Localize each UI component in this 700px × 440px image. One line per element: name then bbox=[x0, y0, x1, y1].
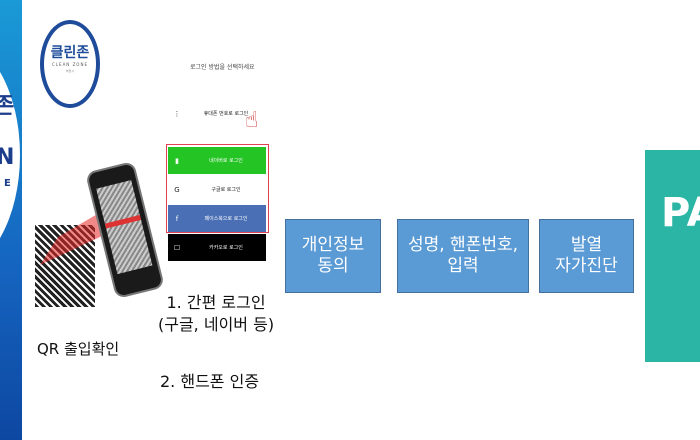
pass-panel: PA bbox=[645, 150, 700, 362]
login-option-label: 카카오로 로그인 bbox=[209, 245, 243, 251]
login-option[interactable]: G 구글로 로그인 bbox=[168, 176, 266, 203]
poster-char: N bbox=[0, 145, 15, 170]
highlight-box bbox=[166, 144, 269, 233]
logo-korean: 클린존 bbox=[50, 45, 90, 61]
login-option-label: 구글로 로그인 bbox=[211, 187, 241, 193]
step-privacy-consent: 개인정보 동의 bbox=[285, 219, 381, 293]
login-option-icon: ⋮ bbox=[173, 109, 181, 118]
login-option-icon: G bbox=[174, 185, 180, 194]
qr-caption: QR 출입확인 bbox=[37, 340, 120, 358]
login-caption-1: 1. 간편 로그인 (구글, 네이버 등) bbox=[158, 293, 275, 334]
clean-zone-logo: 클린존 CLEAN ZONE 부천시 bbox=[40, 20, 100, 108]
login-option-icon: f bbox=[175, 214, 179, 223]
pointing-hand-icon: ☝ bbox=[245, 108, 259, 133]
login-option[interactable]: ▮ 네이버로 로그인 bbox=[168, 147, 266, 174]
login-option[interactable]: ☐ 카카오로 로그인 bbox=[168, 234, 266, 261]
clean-zone-poster: 존 N E bbox=[0, 0, 22, 440]
login-option[interactable]: f 페이스북으로 로그인 bbox=[168, 205, 266, 232]
login-caption-2: 2. 핸드폰 인증 bbox=[160, 372, 260, 391]
login-option[interactable]: ⋮ 휴대폰 번호로 로그인 bbox=[168, 100, 266, 127]
login-title: 로그인 방법을 선택하세요 bbox=[190, 64, 255, 71]
poster-char: E bbox=[4, 178, 11, 189]
logo-detail: 부천시 bbox=[65, 69, 75, 73]
login-option-icon: ▮ bbox=[175, 156, 179, 165]
login-option-label: 네이버로 로그인 bbox=[209, 158, 243, 164]
logo-english: CLEAN ZONE bbox=[52, 62, 88, 67]
poster-char: 존 bbox=[0, 94, 15, 119]
login-option-label: 페이스북으로 로그인 bbox=[204, 216, 248, 222]
login-option-icon: ☐ bbox=[173, 243, 181, 252]
login-option-label: 휴대폰 번호로 로그인 bbox=[203, 111, 249, 117]
step-name-phone-input: 성명, 핸폰번호, 입력 bbox=[397, 219, 529, 293]
step-fever-self-check: 발열 자가진단 bbox=[539, 219, 634, 293]
